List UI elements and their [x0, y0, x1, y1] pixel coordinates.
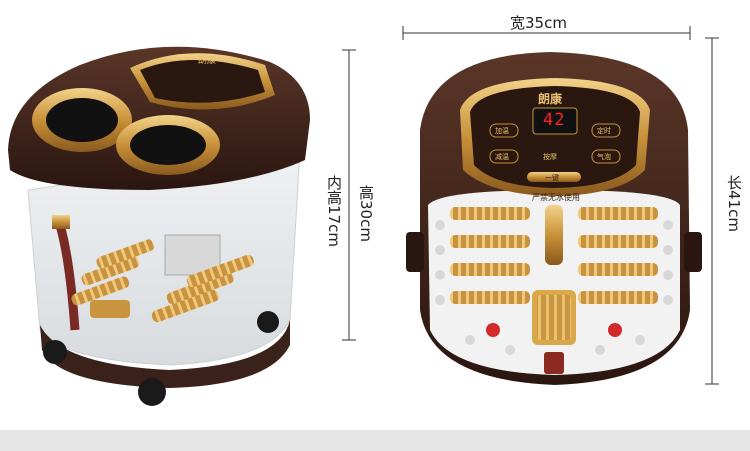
- center-column: [545, 205, 563, 265]
- brand-mark-top: 朗康: [538, 92, 563, 106]
- wheel-front: [138, 378, 166, 406]
- button-label-timer: 定时: [597, 127, 611, 135]
- button-label-heat-up: 加温: [495, 127, 509, 135]
- length-label: 长41cm: [725, 175, 743, 232]
- floor-band: [0, 430, 750, 451]
- drain-plug: [544, 352, 564, 374]
- drain-pipe: [55, 223, 80, 331]
- massage-nubs: [435, 220, 673, 355]
- wheel-left: [43, 340, 67, 364]
- brand-mark-side: 朗康: [198, 56, 217, 66]
- button-label-bubble: 气泡: [597, 153, 611, 161]
- side-rollers: [71, 239, 254, 323]
- temperature-display: 42: [543, 110, 566, 130]
- height-label: 高30cm: [357, 185, 375, 242]
- wheel-right: [257, 311, 279, 333]
- inner-height-label: 内高17cm: [325, 175, 343, 247]
- red-point-left: [486, 323, 500, 337]
- dimension-lines: [342, 26, 719, 385]
- top-view: [406, 52, 702, 385]
- warning-label: 严禁无水使用: [532, 193, 580, 202]
- base-ring: [40, 320, 290, 388]
- button-label-heat-down: 减温: [495, 153, 509, 161]
- button-label-massage: 按摩: [543, 153, 557, 161]
- button-label-one-key: 一键: [545, 174, 559, 182]
- side-view: [8, 46, 310, 406]
- rollers-left: [450, 207, 530, 304]
- red-point-right: [608, 323, 622, 337]
- temp-display-box: [532, 107, 578, 135]
- width-label: 宽35cm: [510, 14, 567, 32]
- rollers-right: [578, 207, 658, 304]
